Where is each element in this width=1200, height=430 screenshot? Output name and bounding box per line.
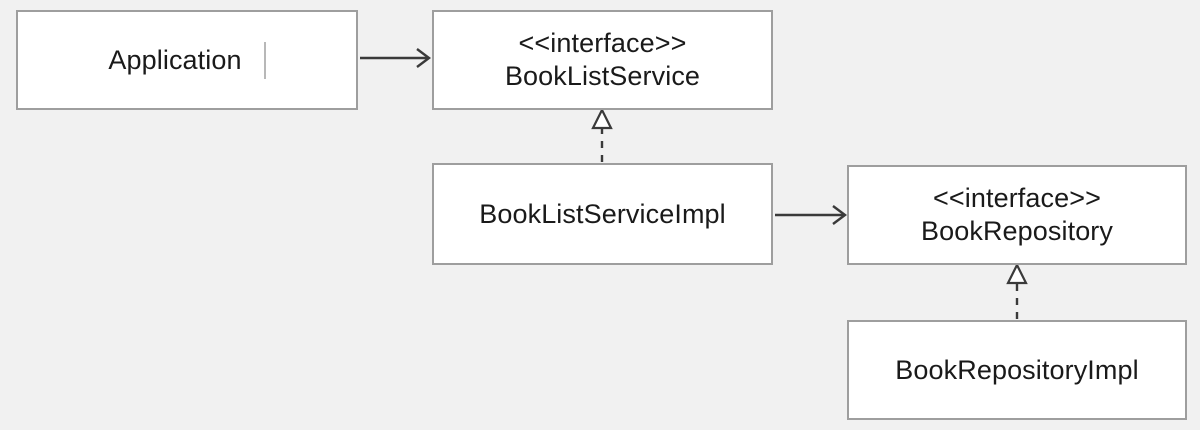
class-box-application[interactable]: Application xyxy=(16,10,358,110)
edge-book-list-service-impl-realizes-book-list-service xyxy=(591,107,613,162)
class-name-label: BookRepositoryImpl xyxy=(895,354,1139,385)
class-name-label: BookListServiceImpl xyxy=(479,198,726,229)
edge-book-list-service-impl-to-book-repository xyxy=(775,205,847,225)
class-name-label: BookRepository xyxy=(921,216,1113,246)
class-name-label: Application xyxy=(108,44,242,75)
class-box-book-list-service-impl[interactable]: BookListServiceImpl xyxy=(432,163,773,265)
class-name-label: BookListService xyxy=(504,61,701,91)
class-box-book-repository[interactable]: <<interface>> BookRepository xyxy=(847,165,1187,265)
class-box-book-list-service[interactable]: <<interface>> BookListService xyxy=(432,10,773,110)
text-caret xyxy=(263,41,266,79)
stereotype-label: <<interface>> xyxy=(933,183,1101,214)
class-box-book-repository-impl[interactable]: BookRepositoryImpl xyxy=(847,320,1187,420)
stereotype-label: <<interface>> xyxy=(518,28,687,59)
class-name-row: Application xyxy=(108,41,266,79)
edge-application-to-book-list-service xyxy=(360,48,431,68)
edge-book-repository-impl-realizes-book-repository xyxy=(1006,262,1028,319)
